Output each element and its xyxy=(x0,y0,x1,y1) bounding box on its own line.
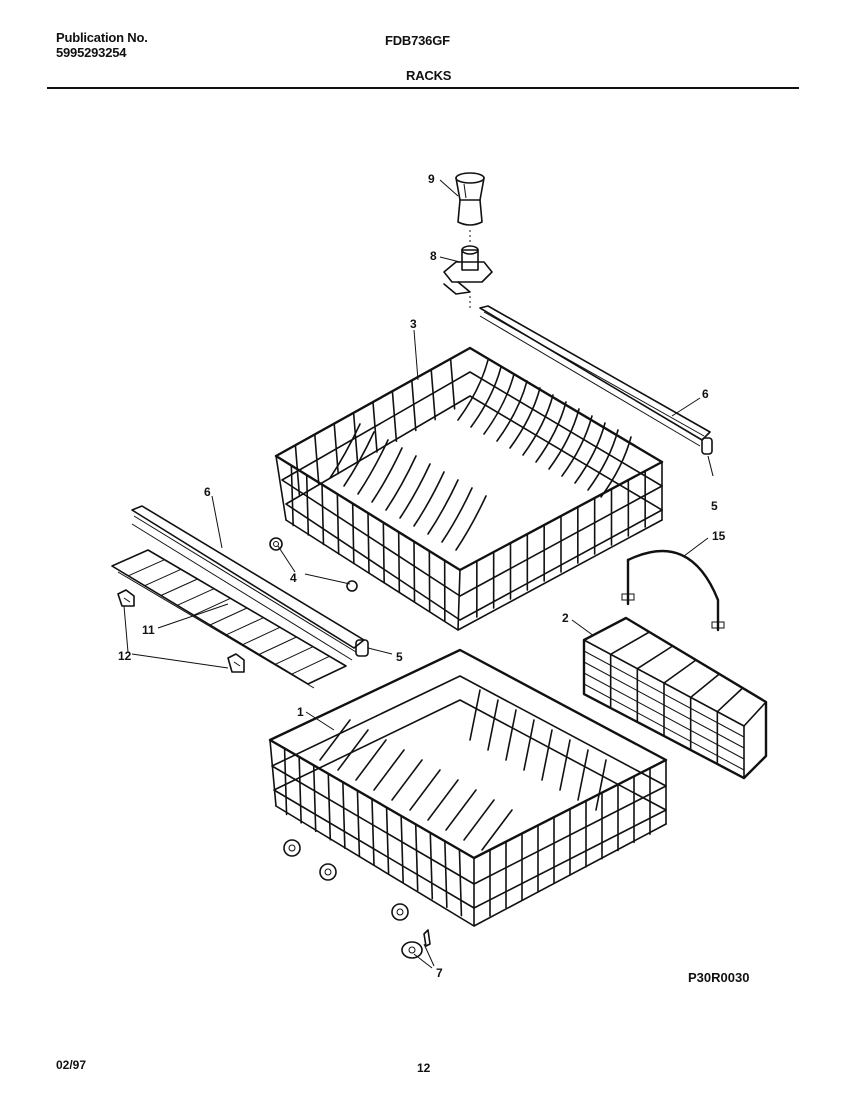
callout-6-left: 6 xyxy=(204,485,211,499)
part-12-shelf-clip xyxy=(227,653,245,673)
callout-9: 9 xyxy=(428,172,435,186)
part-12-shelf-clip xyxy=(117,589,135,607)
model-number: FDB736GF xyxy=(385,33,450,48)
section-title: RACKS xyxy=(406,68,452,83)
part-5-right-track-end-cap xyxy=(701,437,713,455)
callout-6-right: 6 xyxy=(702,387,709,401)
drawing-code: P30R0030 xyxy=(688,970,750,985)
part-3-upper-rack xyxy=(269,346,664,631)
part-6-right-rack-track xyxy=(479,305,711,447)
callout-5-right: 5 xyxy=(711,499,718,513)
part-7-lower-rack-wheel xyxy=(401,929,431,959)
part-6-left-rack-track xyxy=(131,505,365,661)
callout-11: 11 xyxy=(142,623,155,637)
header-rule xyxy=(47,87,799,89)
callout-2: 2 xyxy=(562,611,569,625)
callout-1: 1 xyxy=(297,705,304,719)
callout-labels: 9 8 3 6 5 6 4 11 5 12 15 2 1 7 xyxy=(118,172,726,980)
callout-4: 4 xyxy=(290,571,297,585)
callout-7: 7 xyxy=(436,966,443,980)
part-8-spray-arm-support xyxy=(443,245,493,310)
footer-date: 02/97 xyxy=(56,1058,87,1072)
callout-8: 8 xyxy=(430,249,437,263)
publication-label: Publication No. xyxy=(56,30,148,45)
part-11-cup-shelf xyxy=(111,549,347,689)
leader-lines xyxy=(123,179,714,969)
footer-page-number: 12 xyxy=(417,1061,431,1075)
callout-5-left: 5 xyxy=(396,650,403,664)
callout-15: 15 xyxy=(712,529,726,543)
part-1-lower-rack xyxy=(268,648,668,927)
part-9-spray-nozzle xyxy=(455,172,485,244)
publication-number: 5995293254 xyxy=(56,45,127,60)
part-2-silverware-basket xyxy=(582,616,768,780)
callout-12: 12 xyxy=(118,649,132,663)
callout-3: 3 xyxy=(410,317,417,331)
part-15-basket-handle xyxy=(621,549,725,632)
